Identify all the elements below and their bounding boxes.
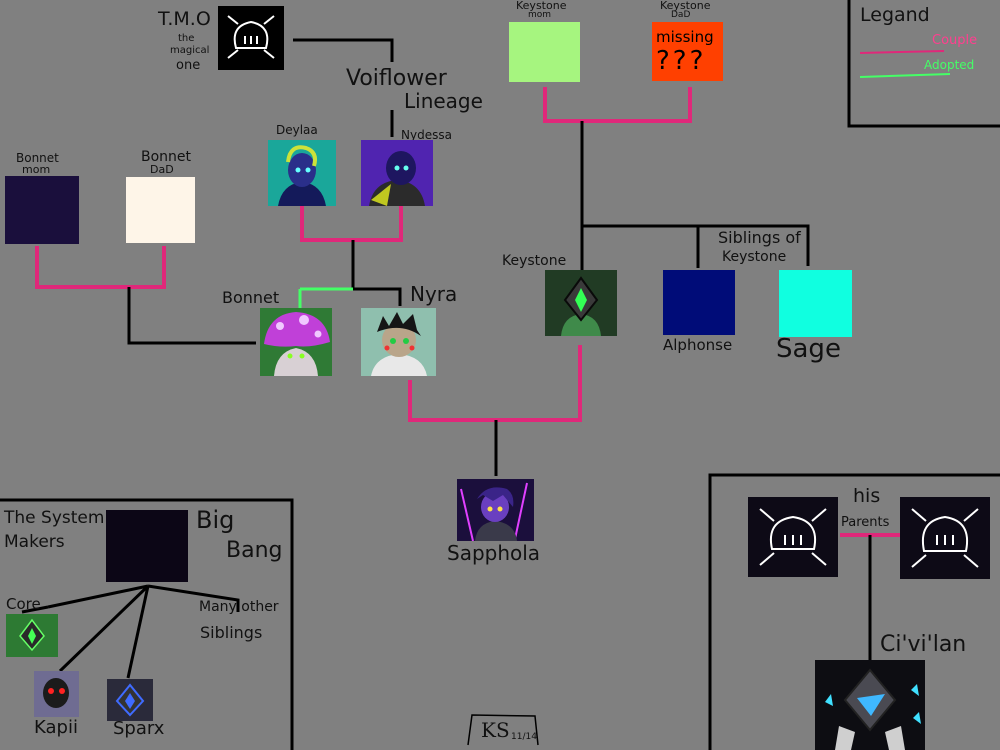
many-siblings-label-1: Many other [199,599,279,615]
bonnet-mom-label-1: Bonnet [16,151,59,165]
civilan-name: Ci'vi'lan [880,632,967,657]
keystone-mom-label-1: Keystone [516,0,567,12]
line-to-nyra [353,287,402,306]
signature-initials: KS [481,718,510,742]
nyra-portrait [361,308,436,376]
bonnet-dad-label-1: Bonnet [141,149,192,165]
question-marks: ??? [656,46,707,76]
alphonse-name: Alphonse [663,336,733,354]
his-label: his [853,485,881,507]
voiflower-lineage-label-2: Lineage [404,89,483,113]
keystone-dad-label-2: DaD [671,10,691,20]
deylaa-portrait [268,140,336,206]
core-portrait [6,614,58,657]
civilan-parent-2-skull-icon [900,497,990,579]
tmo-subtitle-2: magical [170,45,210,56]
nydessa-name: Nydessa [401,128,452,142]
keystone-name: Keystone [502,253,567,269]
legend-adopted-line [859,73,951,78]
legend-adopted-label: Adopted [924,58,975,72]
kapii-name: Kapii [34,717,78,738]
bonnet-name: Bonnet [222,288,280,307]
sapphola-portrait [457,479,534,541]
legend-couple-line [859,50,945,54]
signature-date: 11/14 [511,732,537,742]
legend-title: Legand [860,4,930,26]
line-big-bang-to-core [47,584,149,609]
nydessa-portrait [361,140,433,206]
line-keystone-siblings [582,224,810,266]
core-name: Core [6,595,41,613]
line-big-bang-to-siblings [147,584,240,612]
keystone-portrait [545,270,617,336]
tmo-name: T.M.O [158,8,211,30]
line-big-bang-to-kapii [58,584,150,673]
line-core-connector [21,605,49,614]
legend-couple-label: Couple [932,33,978,48]
couple-keystone-parents [543,87,692,123]
tmo-subtitle-1: the [178,33,195,44]
sparx-name: Sparx [113,718,165,739]
line-tmo-to-nydessa [293,38,394,62]
nyra-name: Nyra [410,282,458,306]
missing-text: missing [656,28,714,46]
big-bang-box [106,510,188,582]
legend-border [847,0,1000,128]
bonnet-portrait [260,308,332,376]
tmo-subtitle-3: one [176,58,201,73]
system-makers-label-1: The System [4,508,105,528]
sage-name: Sage [776,334,841,364]
civilan-parent-1-skull-icon [748,497,838,577]
bonnet-dad-box [126,177,195,243]
keystone-mom-label-2: mom [528,10,552,20]
siblings-of-keystone-label-1: Siblings of [718,228,801,247]
kapii-portrait [34,671,79,717]
couple-deylaa-nydessa [300,206,403,242]
big-bang-label-2: Bang [226,538,283,563]
voiflower-lineage-label-1: Voiflower [346,66,447,91]
deylaa-name: Deylaa [276,123,318,137]
sparx-portrait [107,679,153,721]
keystone-dad-box [652,22,723,81]
system-makers-label-2: Makers [4,532,65,552]
line-big-bang-to-sparx [126,585,150,679]
bonnet-mom-box [5,176,79,244]
civilan-portrait [815,660,925,750]
bonnet-dad-label-2: DaD [150,163,174,176]
many-siblings-label-2: Siblings [200,623,263,642]
couple-bonnet-parents [35,246,166,289]
line-bonnet-parents-to-bonnet [127,287,256,345]
parents-label: Parents [841,515,890,530]
keystone-dad-label-1: Keystone [660,0,711,12]
alphonse-box [663,270,735,335]
big-bang-label-1: Big [196,506,235,534]
sapphola-name: Sapphola [447,541,541,565]
siblings-of-keystone-label-2: Keystone [722,249,787,265]
civilan-panel-border [708,473,1000,750]
signature-frame [467,714,539,746]
sage-box [779,270,852,337]
system-makers-border [0,498,294,750]
keystone-mom-box [509,22,580,82]
tmo-skull-icon [218,6,284,70]
bonnet-mom-label-2: mom [22,163,51,176]
